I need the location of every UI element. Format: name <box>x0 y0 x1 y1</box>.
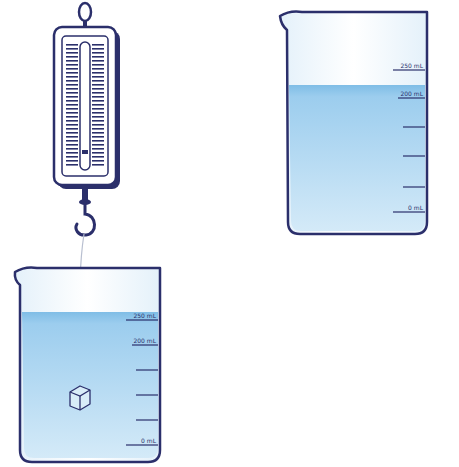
graduation-label: 0 mL <box>407 205 424 211</box>
cube <box>70 386 90 410</box>
beaker-left <box>15 268 160 463</box>
graduation-label: 200 mL <box>399 91 424 97</box>
beaker-right <box>280 12 427 235</box>
graduation-label: 250 mL <box>399 63 424 69</box>
spring-scale <box>54 3 120 235</box>
graduation-label: 200 mL <box>132 338 157 344</box>
graduation-label: 0 mL <box>140 438 157 444</box>
graduation-label: 250 mL <box>132 313 157 319</box>
